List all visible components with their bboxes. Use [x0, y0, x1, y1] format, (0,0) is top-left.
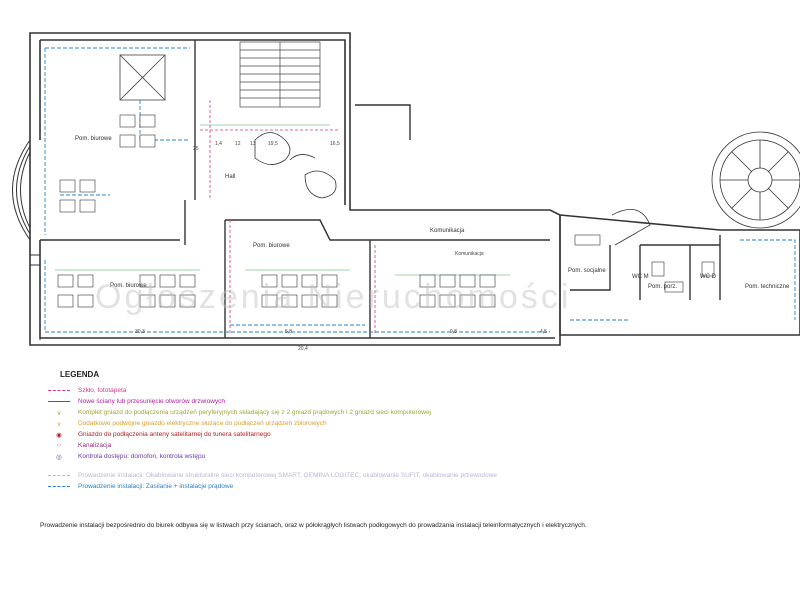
- legend-item-new-walls: Nowe ściany lub przesunięcie otworów drz…: [40, 396, 760, 407]
- dimension-label: 4,5: [540, 329, 547, 335]
- legend-item-antenna: ◉ Gniazdo do podłączenia anteny satelita…: [40, 429, 760, 440]
- reception-desk: [254, 132, 337, 199]
- access-control-icon: ◎: [56, 453, 62, 461]
- wc-fixtures: [574, 234, 715, 293]
- spiral-staircase: [611, 131, 800, 246]
- room-label-office-3: Pom. biurowe: [110, 283, 147, 289]
- room-label-wc-d: WC D: [700, 274, 717, 280]
- staircase: [239, 41, 321, 108]
- desk-group-office-2: [57, 274, 196, 308]
- solid-line-icon: [48, 401, 70, 402]
- blue-dashed-line-icon: [48, 486, 70, 487]
- grey-dashed-line-icon: [48, 475, 70, 476]
- socket-set-icon: ∨: [56, 409, 62, 417]
- desk-group-office-3: [261, 274, 338, 308]
- legend-item-power-cabling: Prowadzenie instalacji: Zasilanie + inst…: [40, 481, 760, 492]
- room-label-technical: Pom. techniczne: [745, 284, 790, 290]
- legend-item-sewage: ○ Kanalizacja: [40, 440, 760, 451]
- elevator-shaft: [119, 54, 166, 101]
- legend-item-glass: Szkło, fototapeta: [40, 385, 760, 396]
- dimension-label: 13: [250, 141, 256, 147]
- legend-title: LEGENDA: [60, 370, 100, 379]
- dimension-label: 12: [235, 141, 241, 147]
- dimension-label: 5,8: [285, 329, 292, 335]
- dimension-label: 16,5: [330, 141, 340, 147]
- dimension-label: 20,4: [298, 346, 308, 352]
- room-label-corridor-2: Komunikacja: [455, 251, 484, 257]
- room-label-cleaning: Pom. porz.: [648, 284, 677, 290]
- room-label-corridor: Komunikacja: [430, 228, 465, 234]
- antenna-socket-icon: ◉: [56, 431, 62, 439]
- network-lines: [55, 124, 510, 276]
- dimension-label: 9,8: [450, 329, 457, 335]
- dimension-label: 1,4: [215, 141, 222, 147]
- installation-note: Prowadzenie instalacji bezpośrednio do b…: [40, 522, 587, 529]
- legend-item-socket-set: ∨ Komplet gniazd do podłączenia urządzeń…: [40, 407, 760, 418]
- inner-walls: [40, 40, 721, 338]
- room-label-wc-m: WC M: [632, 274, 649, 280]
- sewage-icon: ○: [57, 442, 61, 449]
- power-installation-lines: [44, 47, 796, 333]
- legend-item-network-cabling: Prowadzenie instalacji: Okablowanie stru…: [40, 470, 760, 481]
- room-label-office-1: Pom. biurowe: [75, 136, 112, 142]
- legend: LEGENDA Szkło, fototapeta Nowe ściany lu…: [40, 370, 760, 492]
- glass-walls: [200, 100, 376, 335]
- dimension-label: 30,3: [135, 329, 145, 335]
- room-label-kitchen: Pom. socjalne: [568, 268, 606, 274]
- desk-group-office-4: [419, 274, 496, 308]
- dimension-label: 25: [193, 146, 199, 152]
- watermark: Ogłoszenia Nieruchomości: [95, 278, 572, 316]
- room-label-hall: Hall: [225, 174, 235, 180]
- extra-socket-icon: ∨: [56, 420, 62, 428]
- room-label-office-2: Pom. biurowe: [253, 243, 290, 249]
- floor-plan: Pom. biurowe Pom. biurowe Pom. biurowe K…: [12, 32, 800, 352]
- legend-item-access-control: ◎ Kontrola dostępu: domofon, kontrola ws…: [40, 451, 760, 462]
- dashed-line-icon: [48, 390, 70, 391]
- dimension-label: 19,5: [268, 141, 278, 147]
- bay-window: [12, 139, 41, 340]
- legend-item-extra-socket: ∨ Dodatkowe podwójne gniazdo elektryczne…: [40, 418, 760, 429]
- desk-group-office-1: [59, 114, 156, 213]
